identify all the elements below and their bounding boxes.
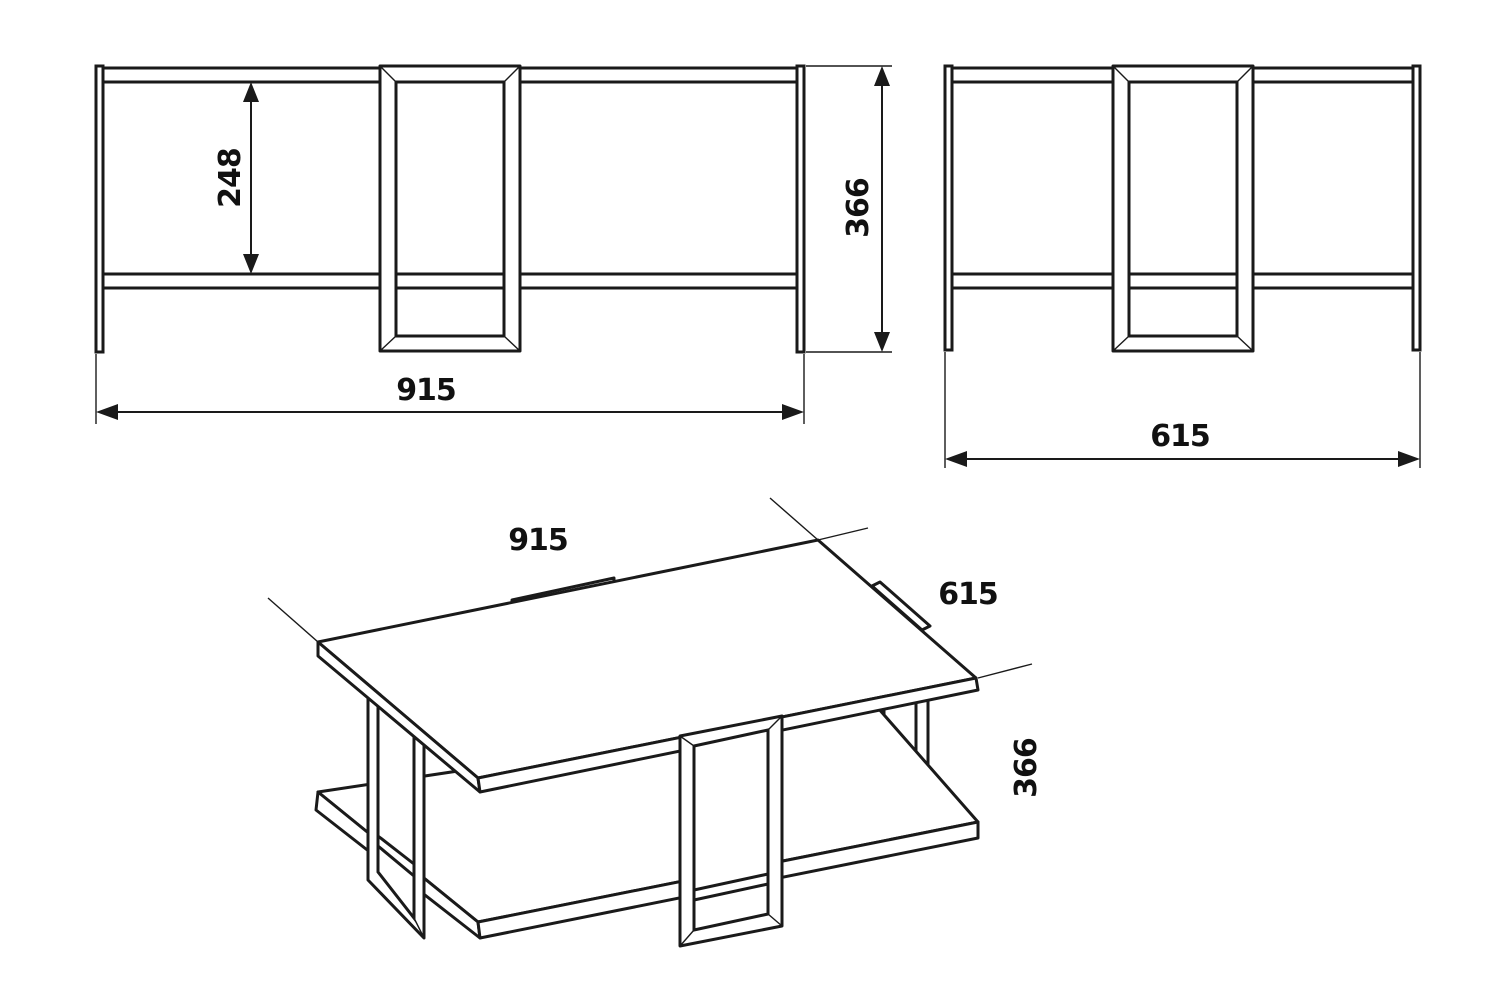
side-view: 615 [943, 64, 1422, 468]
dimension-615-side: 615 [944, 352, 1421, 468]
dimension-615-label: 615 [1150, 419, 1210, 454]
side-frame-leg [1111, 64, 1255, 353]
iso-ext-back-2 [817, 527, 869, 541]
front-right-post [795, 64, 806, 354]
iso-height-label: 366 [1009, 738, 1044, 798]
side-left-post [943, 64, 954, 352]
isometric-view: 915 615 366 [267, 497, 1044, 948]
dimension-366-label: 366 [841, 178, 876, 238]
iso-left-leg [366, 688, 426, 940]
dimension-248: 248 [213, 82, 259, 274]
dimension-915-label: 915 [396, 373, 456, 408]
side-right-post [1411, 64, 1422, 352]
front-left-post [94, 64, 105, 354]
front-view: 248 366 915 [94, 64, 892, 424]
dimension-248-label: 248 [213, 148, 248, 208]
iso-ext-back [769, 497, 819, 541]
front-frame-leg [378, 64, 522, 353]
dimension-366-front: 366 [806, 65, 892, 353]
iso-width-label: 915 [508, 523, 568, 558]
iso-front-leg [678, 714, 784, 948]
dimension-915-front: 915 [95, 354, 805, 424]
iso-depth-label: 615 [938, 577, 998, 612]
iso-ext-left [267, 597, 319, 643]
iso-ext-right [977, 663, 1033, 679]
